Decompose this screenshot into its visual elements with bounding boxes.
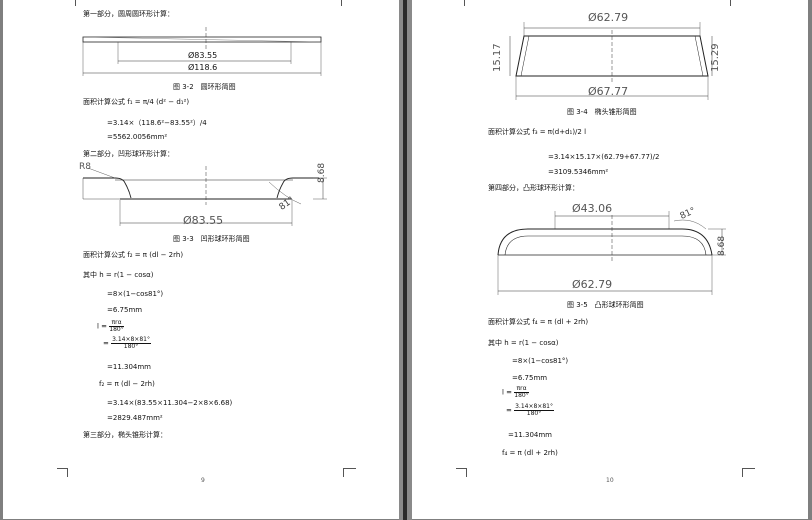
denominator: 180° xyxy=(123,343,139,350)
formula-line: 面积计算公式 f₁ = π/4 (d² − d₁²) xyxy=(83,98,189,106)
convex-ring-drawing xyxy=(497,211,726,295)
where-line: 其中 h = r(1 − cosα) xyxy=(488,339,559,347)
numerator: 3.14×8×81° xyxy=(111,336,151,344)
calc-line: =8×(1−cos81°) xyxy=(107,290,164,298)
ring-drawing xyxy=(82,27,322,76)
crop-mark xyxy=(343,468,356,477)
figure-caption: 图 3-4 椭头锥形简图 xyxy=(567,108,637,116)
calc-result: =11.304mm xyxy=(107,363,151,371)
calc-result: =11.304mm xyxy=(508,431,552,439)
calc-line: =8×(1−cos81°) xyxy=(512,357,569,365)
where-line: 其中 h = r(1 − cosα) xyxy=(83,271,154,279)
numerator: πrα xyxy=(109,320,124,327)
dim-outer-label: Ø118.6 xyxy=(188,63,218,72)
document-page-9: 第一部分，圆周圆环形计算： Ø83.55 Ø118.6 图 3-2 圆环形简图 … xyxy=(3,0,399,519)
height-label: 8.68 xyxy=(317,162,327,183)
fraction: 3.14×8×81°180° xyxy=(111,337,151,350)
height-label: 8.68 xyxy=(717,235,727,256)
l-label: l = xyxy=(97,322,108,331)
page-gap xyxy=(399,0,412,520)
fraction-line: = 3.14×8×81°180° xyxy=(506,403,554,417)
fraction-line: = 3.14×8×81°180° xyxy=(103,336,151,350)
dim-label: Ø83.55 xyxy=(183,214,224,227)
fraction: 3.14×8×81°180° xyxy=(514,404,554,417)
crop-mark xyxy=(341,0,352,6)
figure-caption: 图 3-3 凹形球环形简图 xyxy=(173,235,250,243)
crop-mark xyxy=(742,468,755,477)
formula-line: f₂ = π (dl − 2rh) xyxy=(99,380,155,388)
page-number: 10 xyxy=(606,477,614,484)
formula-line: f₄ = π (dl + 2rh) xyxy=(502,449,558,457)
formula-label: 面积计算公式 xyxy=(83,98,125,106)
concave-ring-drawing xyxy=(82,166,327,226)
dim-top-label: Ø62.79 xyxy=(588,11,629,24)
dim-inner-label: Ø83.55 xyxy=(188,51,218,60)
l-label: l = xyxy=(502,388,513,397)
crop-mark xyxy=(456,468,467,477)
calc-line: =3.14×15.17×(62.79+67.77)/2 xyxy=(548,153,660,161)
calc-result: =6.75mm xyxy=(107,306,143,314)
numerator: 3.14×8×81° xyxy=(514,403,554,411)
figure-caption: 图 3-5 凸形球环形简图 xyxy=(567,301,644,309)
calc-result: =3109.5346mm² xyxy=(548,168,609,176)
dim-bottom-label: Ø67.77 xyxy=(588,85,629,98)
denominator: 180° xyxy=(526,410,542,417)
crop-mark xyxy=(57,468,68,477)
formula-expression: f₁ = π/4 (d² − d₁²) xyxy=(127,98,190,106)
dim-top-label: Ø43.06 xyxy=(572,202,613,215)
dim-bottom-label: Ø62.79 xyxy=(572,278,613,291)
denominator: 180° xyxy=(514,392,529,399)
height-right-label: 15.29 xyxy=(710,43,721,72)
section-heading: 第一部分，圆周圆环形计算： xyxy=(83,10,174,18)
radius-label: R8 xyxy=(79,162,91,172)
section-heading: 第四部分，凸形球环形计算： xyxy=(488,184,579,192)
crop-mark xyxy=(65,0,76,6)
section-heading: 第三部分，椭头锥形计算： xyxy=(83,431,167,439)
height-left-label: 15.17 xyxy=(492,43,503,72)
calc-result: =6.75mm xyxy=(512,374,548,382)
formula-line: 面积计算公式 f₃ = π(d+d₁)/2 l xyxy=(488,128,587,136)
crop-mark xyxy=(454,0,465,6)
denominator: 180° xyxy=(109,326,124,333)
calc-line: =3.14×(83.55×11.304−2×8×6.68) xyxy=(107,399,233,407)
cone-drawing xyxy=(509,22,713,100)
page-number: 9 xyxy=(201,477,205,484)
calc-result: =5562.0056mm² xyxy=(107,133,168,141)
section-heading: 第二部分，凹形球环形计算： xyxy=(83,150,174,158)
document-page-10: Ø62.79 15.17 15.29 Ø67.77 图 3-4 椭头锥形简图 面… xyxy=(412,0,808,519)
formula-line: 面积计算公式 f₄ = π (dl + 2rh) xyxy=(488,318,589,326)
formula-line: 面积计算公式 f₂ = π (dl − 2rh) xyxy=(83,251,184,259)
figure-caption: 图 3-2 圆环形简图 xyxy=(173,83,236,91)
crop-mark xyxy=(730,0,741,6)
numerator: πrα xyxy=(514,386,529,393)
calc-result: =2829.487mm² xyxy=(107,414,163,422)
calc-line: =3.14×（118.6²−83.55²）/4 xyxy=(107,119,207,127)
